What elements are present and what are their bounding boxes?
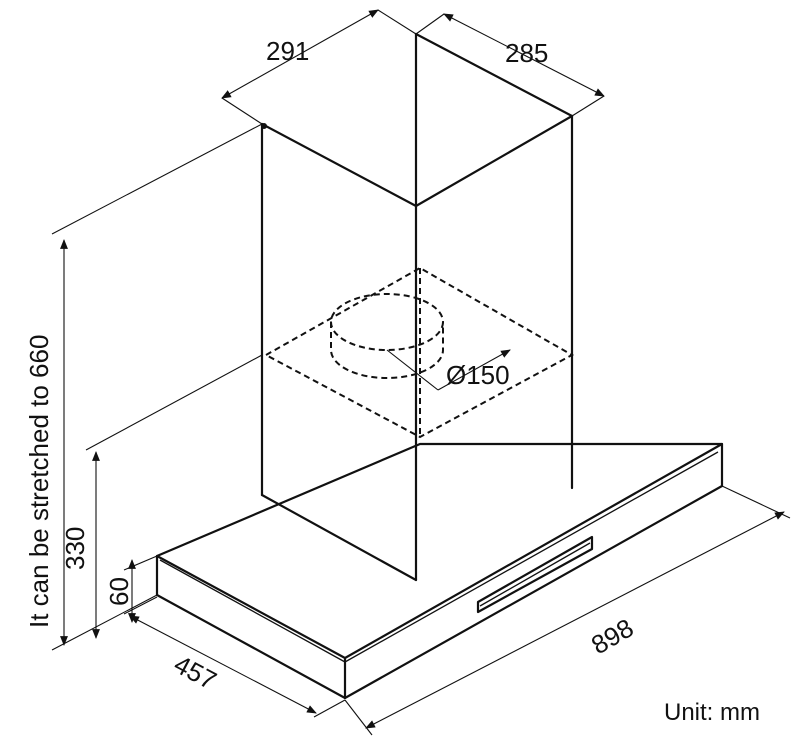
dim-canopy-height [85,354,263,639]
label-stretch-note: It can be stretched to 660 [24,335,54,628]
label-hood-width: 898 [586,613,639,661]
label-chimney-depth: 285 [505,38,548,68]
dim-chimney-width [221,9,417,125]
label-hood-depth: 457 [169,649,221,696]
unit-label: Unit: mm [664,699,760,726]
dim-chimney-depth [415,13,605,117]
label-canopy-height: 330 [60,527,90,570]
chimney [260,32,574,582]
dim-canopy-thickness [123,555,158,623]
dim-hood-width [344,485,791,736]
dim-stretch-height [51,123,263,651]
hidden-duct [263,266,575,439]
dim-hood-depth [123,596,346,718]
label-chimney-width: 291 [266,36,309,66]
canopy-top-face [155,442,724,660]
label-duct-diameter: Ø150 [446,360,510,390]
duct-outlet-top [330,293,444,351]
hood-canopy [155,442,724,700]
label-canopy-thickness: 60 [104,577,134,606]
